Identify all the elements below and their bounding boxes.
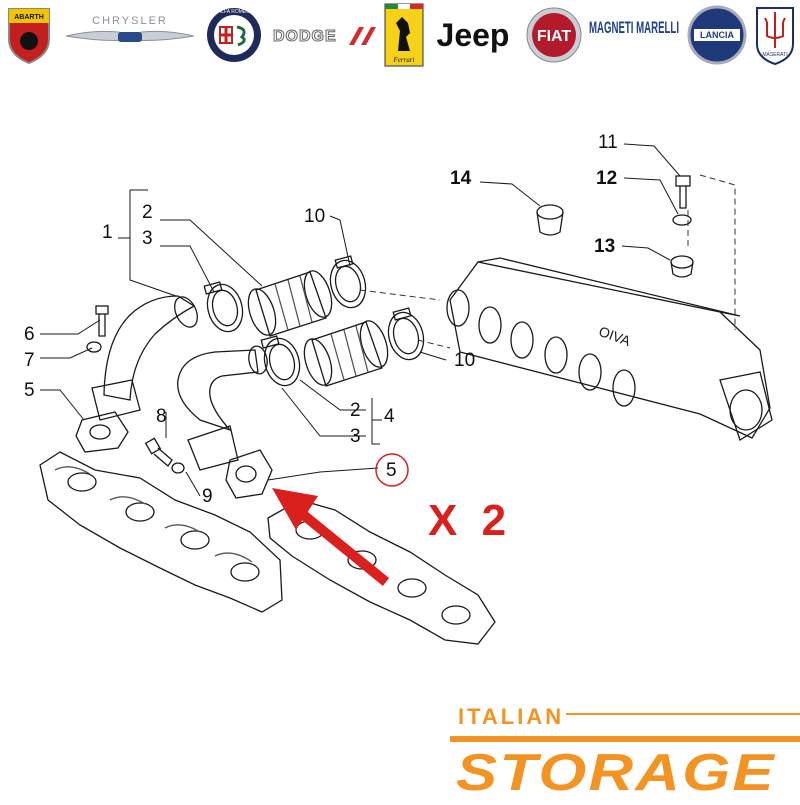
chrysler-logo-icon: CHRYSLER [60, 4, 200, 66]
bellows-2-lower [303, 320, 389, 387]
clamp-3-lower [260, 335, 301, 387]
bolt-11 [675, 175, 691, 209]
maserati-logo-icon: MASERATI [752, 4, 798, 66]
callout-10-upper: 10 [304, 206, 325, 227]
gasket-5-left [75, 411, 129, 453]
magneti-marelli-logo-icon: MAGNETI MARELLI [586, 4, 682, 66]
gasket-5-right [225, 449, 273, 499]
callout-2-lower: 2 [350, 400, 361, 421]
abarth-logo-text: ABARTH [14, 14, 44, 21]
lancia-logo-icon: LANCIA [684, 4, 750, 66]
red-arrow-icon [272, 488, 390, 586]
brand-logo-bar: ABARTH CHRYSLER ALFA ROMEO DODGE [0, 0, 800, 70]
ferrari-logo-icon: Ferrari [382, 3, 426, 67]
jeep-logo-text: Jeep [436, 16, 510, 53]
alfa-romeo-logo-icon: ALFA ROMEO [202, 4, 266, 66]
callout-7: 7 [24, 350, 35, 371]
magneti-marelli-logo-text: MAGNETI MARELLI [589, 18, 679, 37]
callout-4: 4 [384, 406, 395, 427]
clamp-10-upper [329, 255, 367, 309]
callout-3-upper: 3 [142, 228, 153, 249]
footer-brand-bottom: STORAGE [456, 744, 776, 800]
footer-brand-top: ITALIAN [458, 704, 564, 729]
callout-5-left: 5 [24, 380, 35, 401]
callout-1: 1 [102, 222, 113, 243]
fiat-logo-text: FIAT [537, 28, 572, 45]
callout-6: 6 [24, 324, 35, 345]
dodge-logo-text: DODGE [273, 28, 337, 45]
fiat-logo-icon: FIAT [524, 4, 584, 66]
dodge-logo-icon: DODGE [268, 4, 380, 66]
lancia-logo-text: LANCIA [700, 30, 734, 40]
callout-13: 13 [594, 236, 615, 257]
chrysler-logo-text: CHRYSLER [92, 15, 168, 27]
quantity-label: X 2 [428, 496, 513, 545]
intake-manifold: AVIO [446, 257, 773, 441]
plug-13 [670, 255, 694, 278]
plug-14 [536, 204, 564, 236]
ferrari-logo-text: Ferrari [393, 56, 415, 64]
callout-11: 11 [598, 132, 618, 153]
italian-storage-logo: ITALIAN STORAGE [0, 690, 800, 802]
washer-9 [171, 462, 185, 474]
bellows-2-upper [247, 270, 333, 337]
bolt-6 [95, 305, 109, 337]
maserati-logo-text: MASERATI [762, 52, 787, 58]
highlight-circle [375, 453, 409, 487]
assembly-guide-lines [359, 174, 736, 349]
callout-2-upper: 2 [142, 202, 153, 223]
callout-12: 12 [596, 168, 617, 189]
clamp-10-lower [387, 307, 425, 361]
abarth-logo-icon: ABARTH [2, 4, 56, 66]
exhaust-pipe-1 [91, 295, 198, 421]
callout-8: 8 [156, 406, 167, 427]
washer-12 [672, 214, 692, 226]
callout-10-lower: 10 [454, 350, 475, 371]
exhaust-pipe-lower [177, 345, 268, 471]
bolt-8 [144, 437, 173, 467]
callout-leaders [40, 143, 681, 497]
callout-9: 9 [202, 486, 213, 507]
jeep-logo-icon: Jeep [428, 4, 518, 66]
alfa-romeo-logo-text: ALFA ROMEO [218, 9, 250, 15]
manifold-flange-left [39, 451, 283, 613]
callout-14: 14 [450, 168, 472, 189]
clamp-3-upper [203, 281, 244, 333]
washer-7 [86, 341, 102, 353]
callout-5-highlighted: 5 [386, 460, 397, 481]
callout-3-lower: 3 [350, 426, 361, 447]
manifold-cast-text: AVIO [597, 323, 633, 349]
exploded-parts-diagram: AVIO [24, 132, 773, 645]
